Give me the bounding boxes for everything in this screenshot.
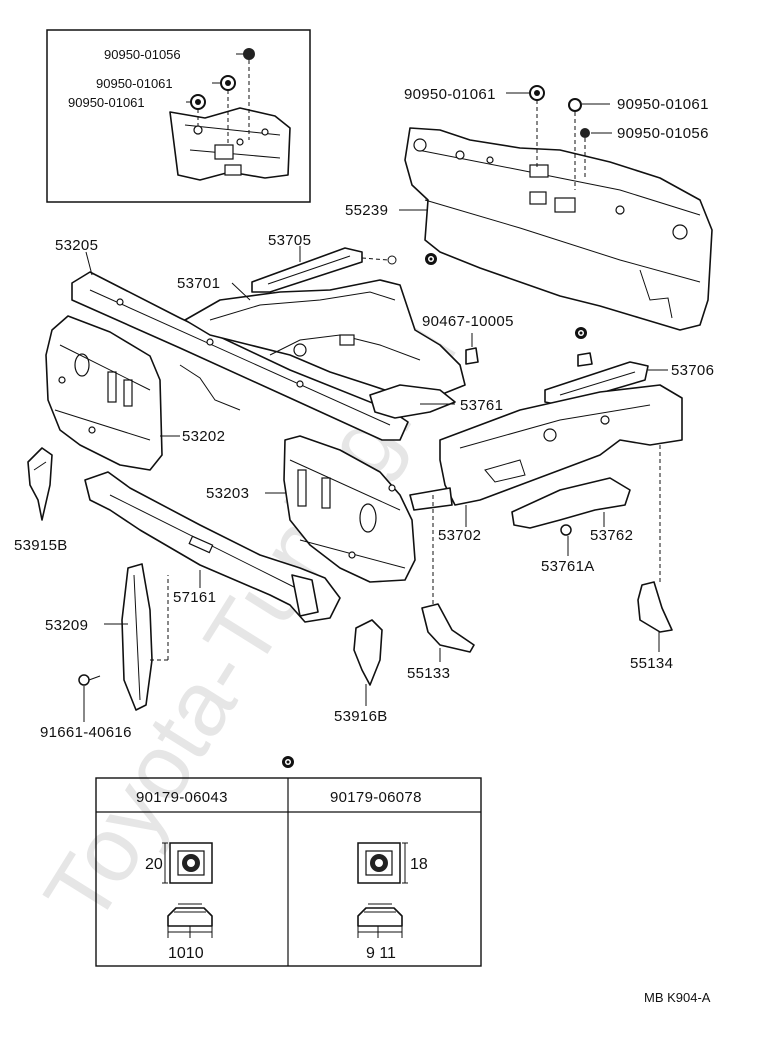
label-53205: 53205 bbox=[55, 237, 98, 254]
dim-height-20: 20 bbox=[145, 856, 163, 873]
nut-icon bbox=[560, 524, 572, 536]
label-91661-40616: 91661-40616 bbox=[40, 724, 132, 741]
label-53702: 53702 bbox=[438, 527, 481, 544]
nut-icon bbox=[568, 98, 582, 112]
label-53762: 53762 bbox=[590, 527, 633, 544]
label-57161: 57161 bbox=[173, 589, 216, 606]
inset-detail: 90950-01056 90950-01061 90950-01061 bbox=[46, 29, 311, 203]
dim-height-18: 18 bbox=[410, 856, 428, 873]
part-55239-rear-panel bbox=[404, 127, 713, 331]
label-53761: 53761 bbox=[460, 397, 503, 414]
label-53209: 53209 bbox=[45, 617, 88, 634]
label-90950-01056: 90950-01056 bbox=[617, 125, 709, 142]
part-53762-extension bbox=[511, 477, 631, 529]
bolt-icon bbox=[387, 255, 397, 265]
label-53706: 53706 bbox=[671, 362, 714, 379]
label-53761A: 53761A bbox=[541, 558, 595, 575]
label-53203: 53203 bbox=[206, 485, 249, 502]
dim-width-1010: 1010 bbox=[168, 945, 204, 962]
label-90950-01061: 90950-01061 bbox=[404, 86, 496, 103]
label-53915B: 53915B bbox=[14, 537, 68, 554]
part-55134-bracket bbox=[637, 581, 673, 633]
clip-icon bbox=[577, 352, 593, 367]
table-header-90179-06043: 90179-06043 bbox=[136, 789, 228, 806]
part-53916B-brace bbox=[353, 619, 383, 686]
label-55239: 55239 bbox=[345, 202, 388, 219]
label-53701: 53701 bbox=[177, 275, 220, 292]
part-53203-radiator-support-side bbox=[283, 435, 416, 583]
part-53761-extension bbox=[369, 384, 456, 419]
clip-icon bbox=[167, 842, 213, 927]
bolt-icon bbox=[78, 674, 90, 686]
nut-icon bbox=[243, 48, 255, 60]
label-55134: 55134 bbox=[630, 655, 673, 672]
part-53202-radiator-support-side bbox=[45, 315, 163, 471]
inset-label-90950-01061-a: 90950-01061 bbox=[96, 76, 173, 91]
part-53205-rail bbox=[71, 271, 409, 441]
label-55133: 55133 bbox=[407, 665, 450, 682]
part-53209-brace bbox=[121, 563, 153, 711]
inset-label-90950-01056: 90950-01056 bbox=[104, 47, 181, 62]
clip-icon bbox=[465, 347, 479, 365]
part-55133-bracket bbox=[421, 603, 475, 653]
part-53915B-brace bbox=[27, 447, 53, 521]
part-57161-crossmember bbox=[84, 471, 341, 623]
figure-code: MB K904-A bbox=[644, 990, 711, 1005]
label-90950-01061-b: 90950-01061 bbox=[617, 96, 709, 113]
label-53916B: 53916B bbox=[334, 708, 388, 725]
part-53701-apron bbox=[179, 279, 466, 411]
clip-icon bbox=[357, 842, 403, 927]
label-53705: 53705 bbox=[268, 232, 311, 249]
clip-reference-table: 90179-06043 90179-06078 20 1010 bbox=[95, 756, 482, 967]
part-53706-bracket bbox=[544, 361, 649, 406]
table-header-90179-06078: 90179-06078 bbox=[330, 789, 422, 806]
part-53705-bracket bbox=[251, 247, 363, 293]
dim-width-9-11: 9 11 bbox=[366, 945, 396, 962]
label-90467-10005: 90467-10005 bbox=[422, 313, 514, 330]
label-53202: 53202 bbox=[182, 428, 225, 445]
nut-icon bbox=[580, 128, 590, 138]
part-53702-apron bbox=[409, 384, 683, 511]
inset-label-90950-01061-b: 90950-01061 bbox=[68, 95, 145, 110]
